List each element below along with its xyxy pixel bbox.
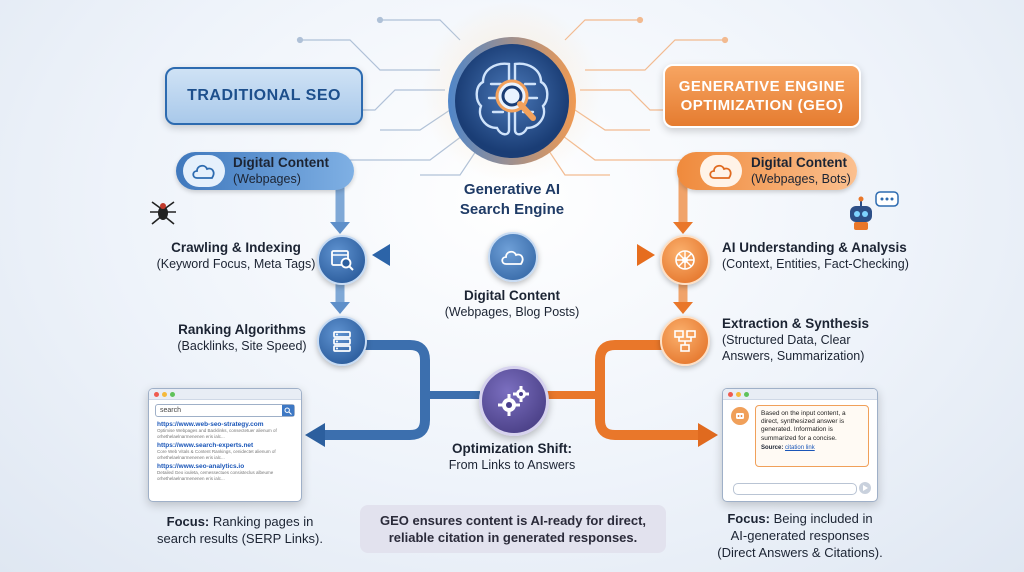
send-icon[interactable] bbox=[859, 482, 871, 494]
optimization-gears-icon bbox=[479, 366, 549, 436]
spider-crawler-icon bbox=[146, 196, 180, 230]
traditional-seo-title-text: TRADITIONAL SEO bbox=[187, 87, 341, 104]
serp-result[interactable]: https://www.search-experts.net Core Web … bbox=[157, 442, 293, 460]
ai-search-engine-label: Generative AI Search Engine bbox=[440, 180, 584, 220]
robot-bot-icon bbox=[846, 190, 902, 232]
left-focus-text: Focus: Ranking pages in search results (… bbox=[140, 513, 340, 547]
serp-result[interactable]: https://www.web-seo-strategy.com Optimis… bbox=[157, 421, 293, 439]
extraction-flowchart-icon bbox=[660, 316, 710, 366]
geo-title-line1: GENERATIVE ENGINE bbox=[678, 78, 846, 95]
ai-search-engine-line1: Generative AI bbox=[463, 181, 561, 198]
crawl-index-title: Crawling & Indexing bbox=[171, 240, 301, 255]
ranking-label: Ranking Algorithms (Backlinks, Site Spee… bbox=[172, 322, 312, 354]
serp-search-text: search bbox=[160, 407, 182, 414]
middle-content-title: Digital Content bbox=[464, 288, 560, 303]
ranking-server-icon bbox=[317, 316, 367, 366]
left-cloud-icon bbox=[183, 155, 225, 187]
optimization-shift-title: Optimization Shift: bbox=[452, 441, 572, 456]
serp-result-snippet: Detailed Geo iouleta, cemessectues consi… bbox=[157, 470, 274, 475]
extraction-sub-1: (Structured Data, Clear bbox=[722, 333, 851, 347]
serp-browser-window: search https://www.web-seo-strategy.com … bbox=[148, 388, 302, 502]
ai-source-label: Source: bbox=[761, 444, 784, 451]
right-focus-text-1: Being included in bbox=[773, 511, 873, 526]
right-cloud-icon bbox=[700, 155, 742, 187]
optimization-shift-label: Optimization Shift: From Links to Answer… bbox=[432, 441, 592, 473]
search-icon[interactable] bbox=[282, 405, 294, 416]
geo-title-line2: OPTIMIZATION (GEO) bbox=[680, 97, 844, 114]
serp-result-url[interactable]: https://www.search-experts.net bbox=[157, 442, 254, 449]
left-content-label: Digital Content (Webpages) bbox=[233, 155, 329, 187]
middle-content-sub: (Webpages, Blog Posts) bbox=[444, 305, 580, 319]
serp-results-list: https://www.web-seo-strategy.com Optimis… bbox=[149, 421, 301, 481]
geo-summary-note: GEO ensures content is AI-ready for dire… bbox=[360, 505, 666, 553]
ai-analysis-title: AI Understanding & Analysis bbox=[722, 240, 907, 255]
ai-analysis-sub: (Context, Entities, Fact-Checking) bbox=[722, 257, 909, 271]
window-minimize-dot bbox=[162, 391, 167, 397]
geo-summary-line1: GEO ensures content is AI-ready for dire… bbox=[379, 513, 647, 528]
right-focus-text-2: AI-generated responses bbox=[730, 528, 870, 543]
right-focus-label: Focus: bbox=[727, 511, 770, 526]
extraction-label: Extraction & Synthesis (Structured Data,… bbox=[722, 316, 869, 364]
serp-result[interactable]: https://www.seo-analytics.io Detailed Ge… bbox=[157, 463, 293, 481]
middle-content-label: Digital Content (Webpages, Blog Posts) bbox=[432, 288, 592, 320]
ai-citation-link[interactable]: citation link bbox=[785, 444, 815, 451]
right-content-label: Digital Content (Webpages, Bots) bbox=[751, 155, 851, 187]
geo-title: GENERATIVE ENGINE OPTIMIZATION (GEO) bbox=[663, 64, 861, 128]
ranking-title: Ranking Algorithms bbox=[178, 322, 306, 337]
left-focus-label: Focus: bbox=[166, 514, 210, 529]
serp-result-snippet: orhethelaelnarmenenen eris ialc... bbox=[157, 454, 225, 460]
left-content-sub: (Webpages) bbox=[233, 172, 301, 186]
ai-answer-text: Based on the input content, a direct, sy… bbox=[761, 410, 846, 442]
ai-chat-input[interactable] bbox=[733, 483, 857, 495]
middle-cloud-icon bbox=[488, 232, 538, 282]
serp-result-snippet: orhethelaelnarmenenen eris ialc... bbox=[157, 475, 225, 481]
serp-result-url[interactable]: https://www.seo-analytics.io bbox=[157, 463, 245, 470]
geo-summary-line2: reliable citation in generated responses… bbox=[388, 530, 638, 545]
ranking-sub: (Backlinks, Site Speed) bbox=[177, 339, 307, 353]
ai-search-engine-line2: Search Engine bbox=[459, 201, 565, 218]
traditional-seo-title: TRADITIONAL SEO bbox=[165, 67, 363, 125]
ai-window-bar bbox=[723, 389, 877, 400]
extraction-title: Extraction & Synthesis bbox=[722, 316, 870, 331]
left-focus-text-1: Ranking pages in bbox=[212, 514, 314, 529]
crawl-index-sub: (Keyword Focus, Meta Tags) bbox=[156, 257, 316, 271]
ai-assistant-icon bbox=[731, 407, 749, 425]
optimization-shift-sub: From Links to Answers bbox=[448, 458, 576, 472]
right-focus-text: Focus: Being included in AI-generated re… bbox=[700, 510, 900, 561]
right-focus-text-3: (Direct Answers & Citations). bbox=[717, 545, 883, 560]
left-focus-text-2: search results (SERP Links). bbox=[157, 531, 323, 546]
serp-search-input[interactable]: search bbox=[155, 404, 295, 417]
left-content-title: Digital Content bbox=[233, 155, 329, 170]
serp-result-snippet: Core Web Vitals & Content Rankings, ceni… bbox=[157, 449, 276, 454]
ai-answer-bubble: Based on the input content, a direct, sy… bbox=[755, 405, 869, 467]
extraction-sub-2: Answers, Summarization) bbox=[722, 349, 865, 363]
crawl-index-label: Crawling & Indexing (Keyword Focus, Meta… bbox=[156, 240, 316, 272]
serp-result-snippet: orhethelaelnarmenenen eris ialc... bbox=[157, 433, 225, 439]
ai-analysis-label: AI Understanding & Analysis (Context, En… bbox=[722, 240, 909, 272]
crawl-index-icon bbox=[317, 235, 367, 285]
window-maximize-dot bbox=[744, 391, 749, 397]
window-minimize-dot bbox=[736, 391, 741, 397]
window-maximize-dot bbox=[170, 391, 175, 397]
ai-analysis-icon bbox=[660, 235, 710, 285]
window-close-dot bbox=[728, 391, 733, 397]
right-content-sub: (Webpages, Bots) bbox=[751, 172, 851, 186]
window-close-dot bbox=[154, 391, 159, 397]
serp-window-bar bbox=[149, 389, 301, 400]
serp-result-url[interactable]: https://www.web-seo-strategy.com bbox=[157, 421, 264, 428]
ai-brain-icon bbox=[445, 34, 579, 168]
serp-result-snippet: Optimise Webpages and Backlinks, consect… bbox=[157, 428, 277, 433]
ai-answer-window: Based on the input content, a direct, sy… bbox=[722, 388, 878, 502]
right-content-title: Digital Content bbox=[751, 155, 847, 170]
